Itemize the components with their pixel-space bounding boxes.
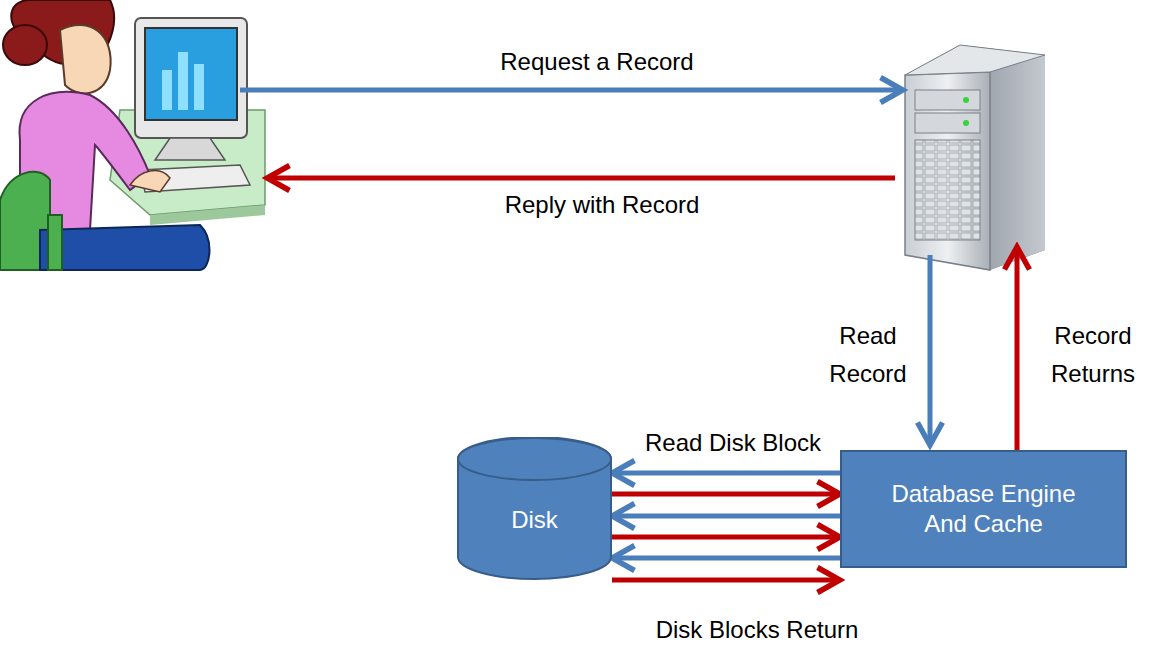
server-illustration [905,45,1045,270]
disk-cylinder: Disk [457,437,612,580]
block-arrow [612,578,840,583]
edge-label: Disk Blocks Return [653,616,862,645]
block-arrow [612,535,840,540]
engine-box: Database Engine And Cache [840,450,1127,568]
request-arrows [240,90,1017,450]
arrow-label: Read Record [818,317,918,394]
block-arrow [612,556,840,561]
user-illustration [0,0,265,270]
block-arrow [612,492,840,497]
arrow-label: Reply with Record [442,186,762,224]
block-arrow [612,514,840,519]
node-text: Database Engine And Cache [872,479,1095,539]
edge-label: Read Disk Block [642,429,824,458]
block-arrow [612,471,840,476]
node-text: Disk [511,505,558,535]
arrow-label: Record Returns [1038,317,1148,394]
arrow-label: Request a Record [437,43,757,81]
